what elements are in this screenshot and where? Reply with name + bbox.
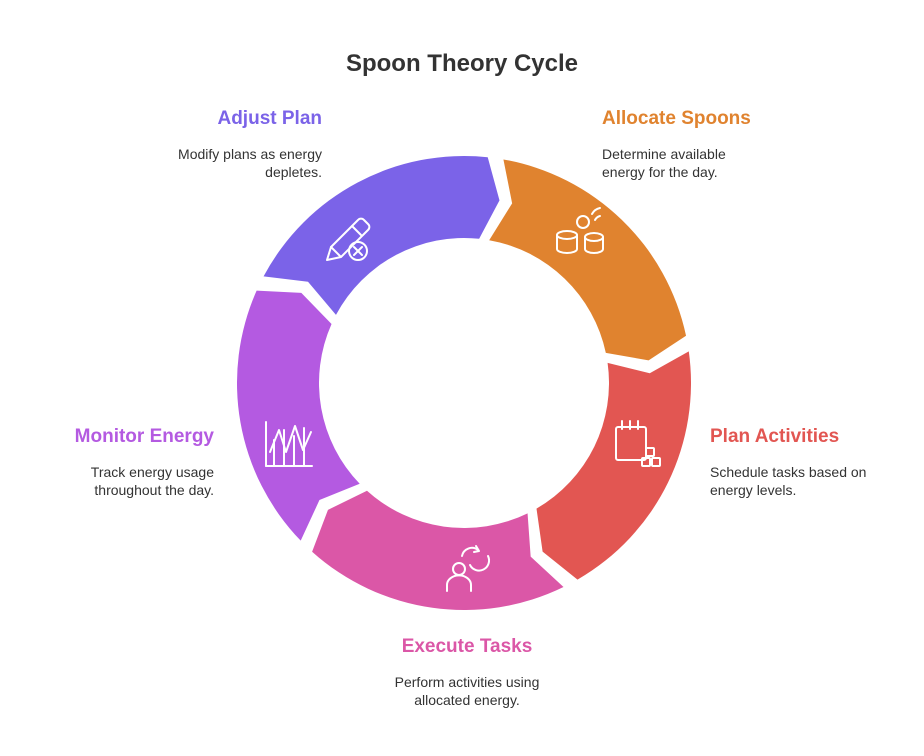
pencil-cancel-icon — [326, 217, 371, 261]
stage-description-monitor-energy: Track energy usage throughout the day. — [90, 464, 214, 498]
segment-adjust-plan — [263, 156, 500, 315]
stage-description-allocate-spoons: Determine available energy for the day. — [602, 146, 726, 180]
stage-description-execute-tasks: Perform activities using allocated energ… — [394, 674, 540, 708]
stage-label-plan-activities: Plan Activities — [710, 426, 840, 447]
stage-label-execute-tasks: Execute Tasks — [401, 636, 533, 657]
segment-plan-activities — [536, 351, 691, 580]
spoons-icon — [556, 207, 604, 254]
stage-label-monitor-energy: Monitor Energy — [74, 426, 214, 447]
segment-monitor-energy — [236, 290, 360, 541]
calendar-icon — [615, 420, 661, 467]
chart-icon — [265, 421, 313, 467]
segment-allocate-spoons — [489, 159, 687, 361]
stage-label-adjust-plan: Adjust Plan — [217, 108, 322, 129]
stage-description-plan-activities: Schedule tasks based on energy levels. — [710, 464, 867, 498]
stage-label-allocate-spoons: Allocate Spoons — [602, 108, 751, 129]
stage-description-adjust-plan: Modify plans as energy depletes. — [178, 146, 322, 180]
person-refresh-icon — [446, 545, 491, 592]
diagram-title: Spoon Theory Cycle — [345, 50, 579, 77]
cycle-segments — [236, 156, 691, 610]
segment-execute-tasks — [312, 490, 564, 610]
